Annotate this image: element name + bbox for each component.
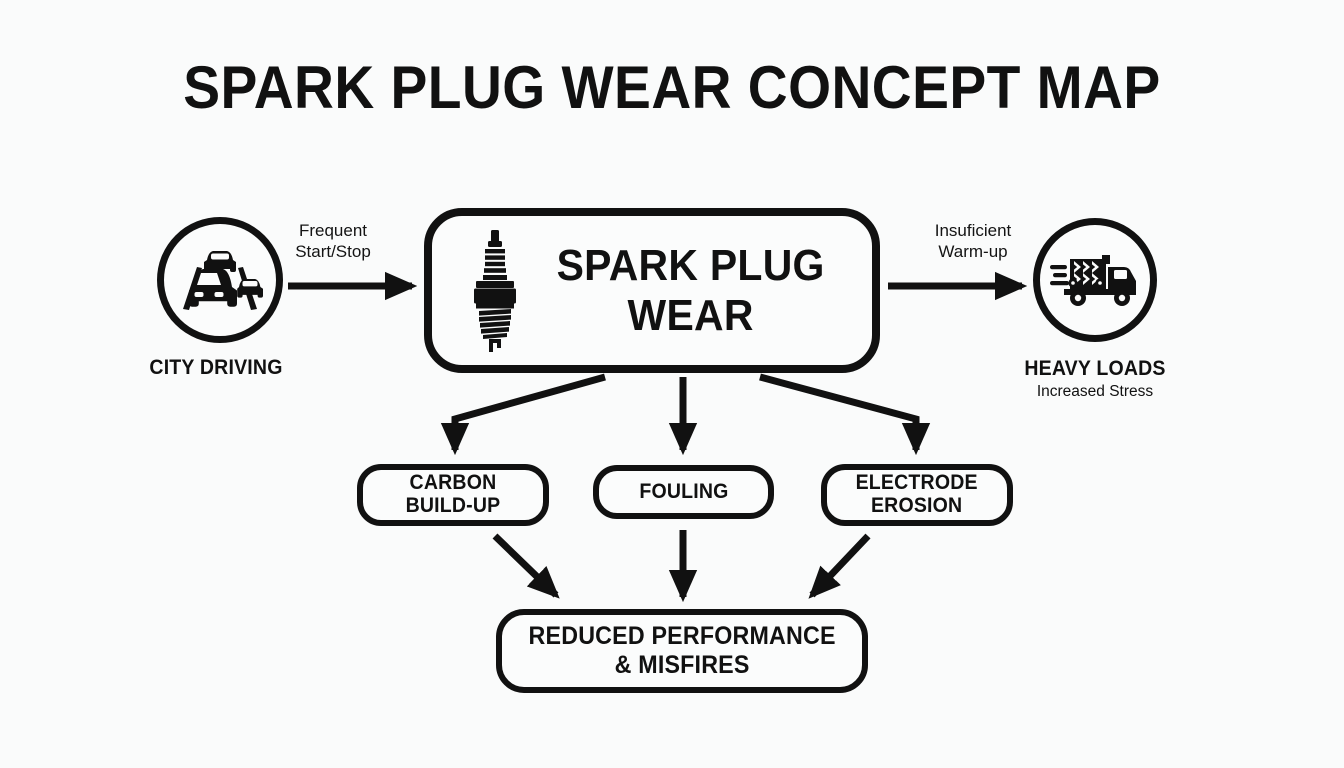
- caption-heavy-loads: HEAVY LOADS Increased Stress: [975, 357, 1215, 401]
- edge-carbon-to-outcome: [492, 533, 560, 599]
- edge-wear-to-carbon: [440, 373, 606, 456]
- node-city-driving[interactable]: [157, 217, 283, 343]
- edge-label-frequent-start-stop: Frequent Start/Stop: [295, 221, 371, 261]
- node-carbon-build-up[interactable]: CARBON BUILD-UP: [357, 464, 549, 526]
- caption-heavy-loads-subtitle: Increased Stress: [1036, 383, 1154, 400]
- spark-plug-icon: [464, 229, 526, 352]
- page-title: SPARK PLUG WEAR CONCEPT MAP: [183, 54, 1161, 121]
- caption-city-driving-title: CITY DRIVING: [149, 356, 283, 379]
- node-carbon-build-up-label: CARBON BUILD-UP: [405, 471, 501, 517]
- node-reduced-performance[interactable]: REDUCED PERFORMANCE & MISFIRES: [496, 609, 868, 693]
- delivery-truck-icon: [1050, 249, 1140, 311]
- node-fouling[interactable]: FOULING: [593, 465, 774, 519]
- node-reduced-performance-label: REDUCED PERFORMANCE & MISFIRES: [528, 621, 836, 680]
- node-spark-plug-wear[interactable]: SPARK PLUG WEAR: [424, 208, 880, 373]
- traffic-cars-icon: [177, 243, 263, 317]
- node-fouling-label: FOULING: [638, 479, 729, 503]
- node-electrode-erosion[interactable]: ELECTRODE EROSION: [821, 464, 1013, 526]
- edge-electrode-to-outcome: [808, 533, 871, 599]
- caption-city-driving: CITY DRIVING: [96, 356, 336, 380]
- caption-heavy-loads-title: HEAVY LOADS: [1024, 357, 1166, 380]
- node-electrode-erosion-label: ELECTRODE EROSION: [855, 471, 979, 517]
- node-heavy-loads[interactable]: [1033, 218, 1157, 342]
- edge-label-insufficient-warm-up: Insuficient Warm-up: [934, 221, 1012, 261]
- node-spark-plug-wear-label: SPARK PLUG WEAR: [556, 241, 825, 340]
- edge-wear-to-electrode: [759, 373, 931, 456]
